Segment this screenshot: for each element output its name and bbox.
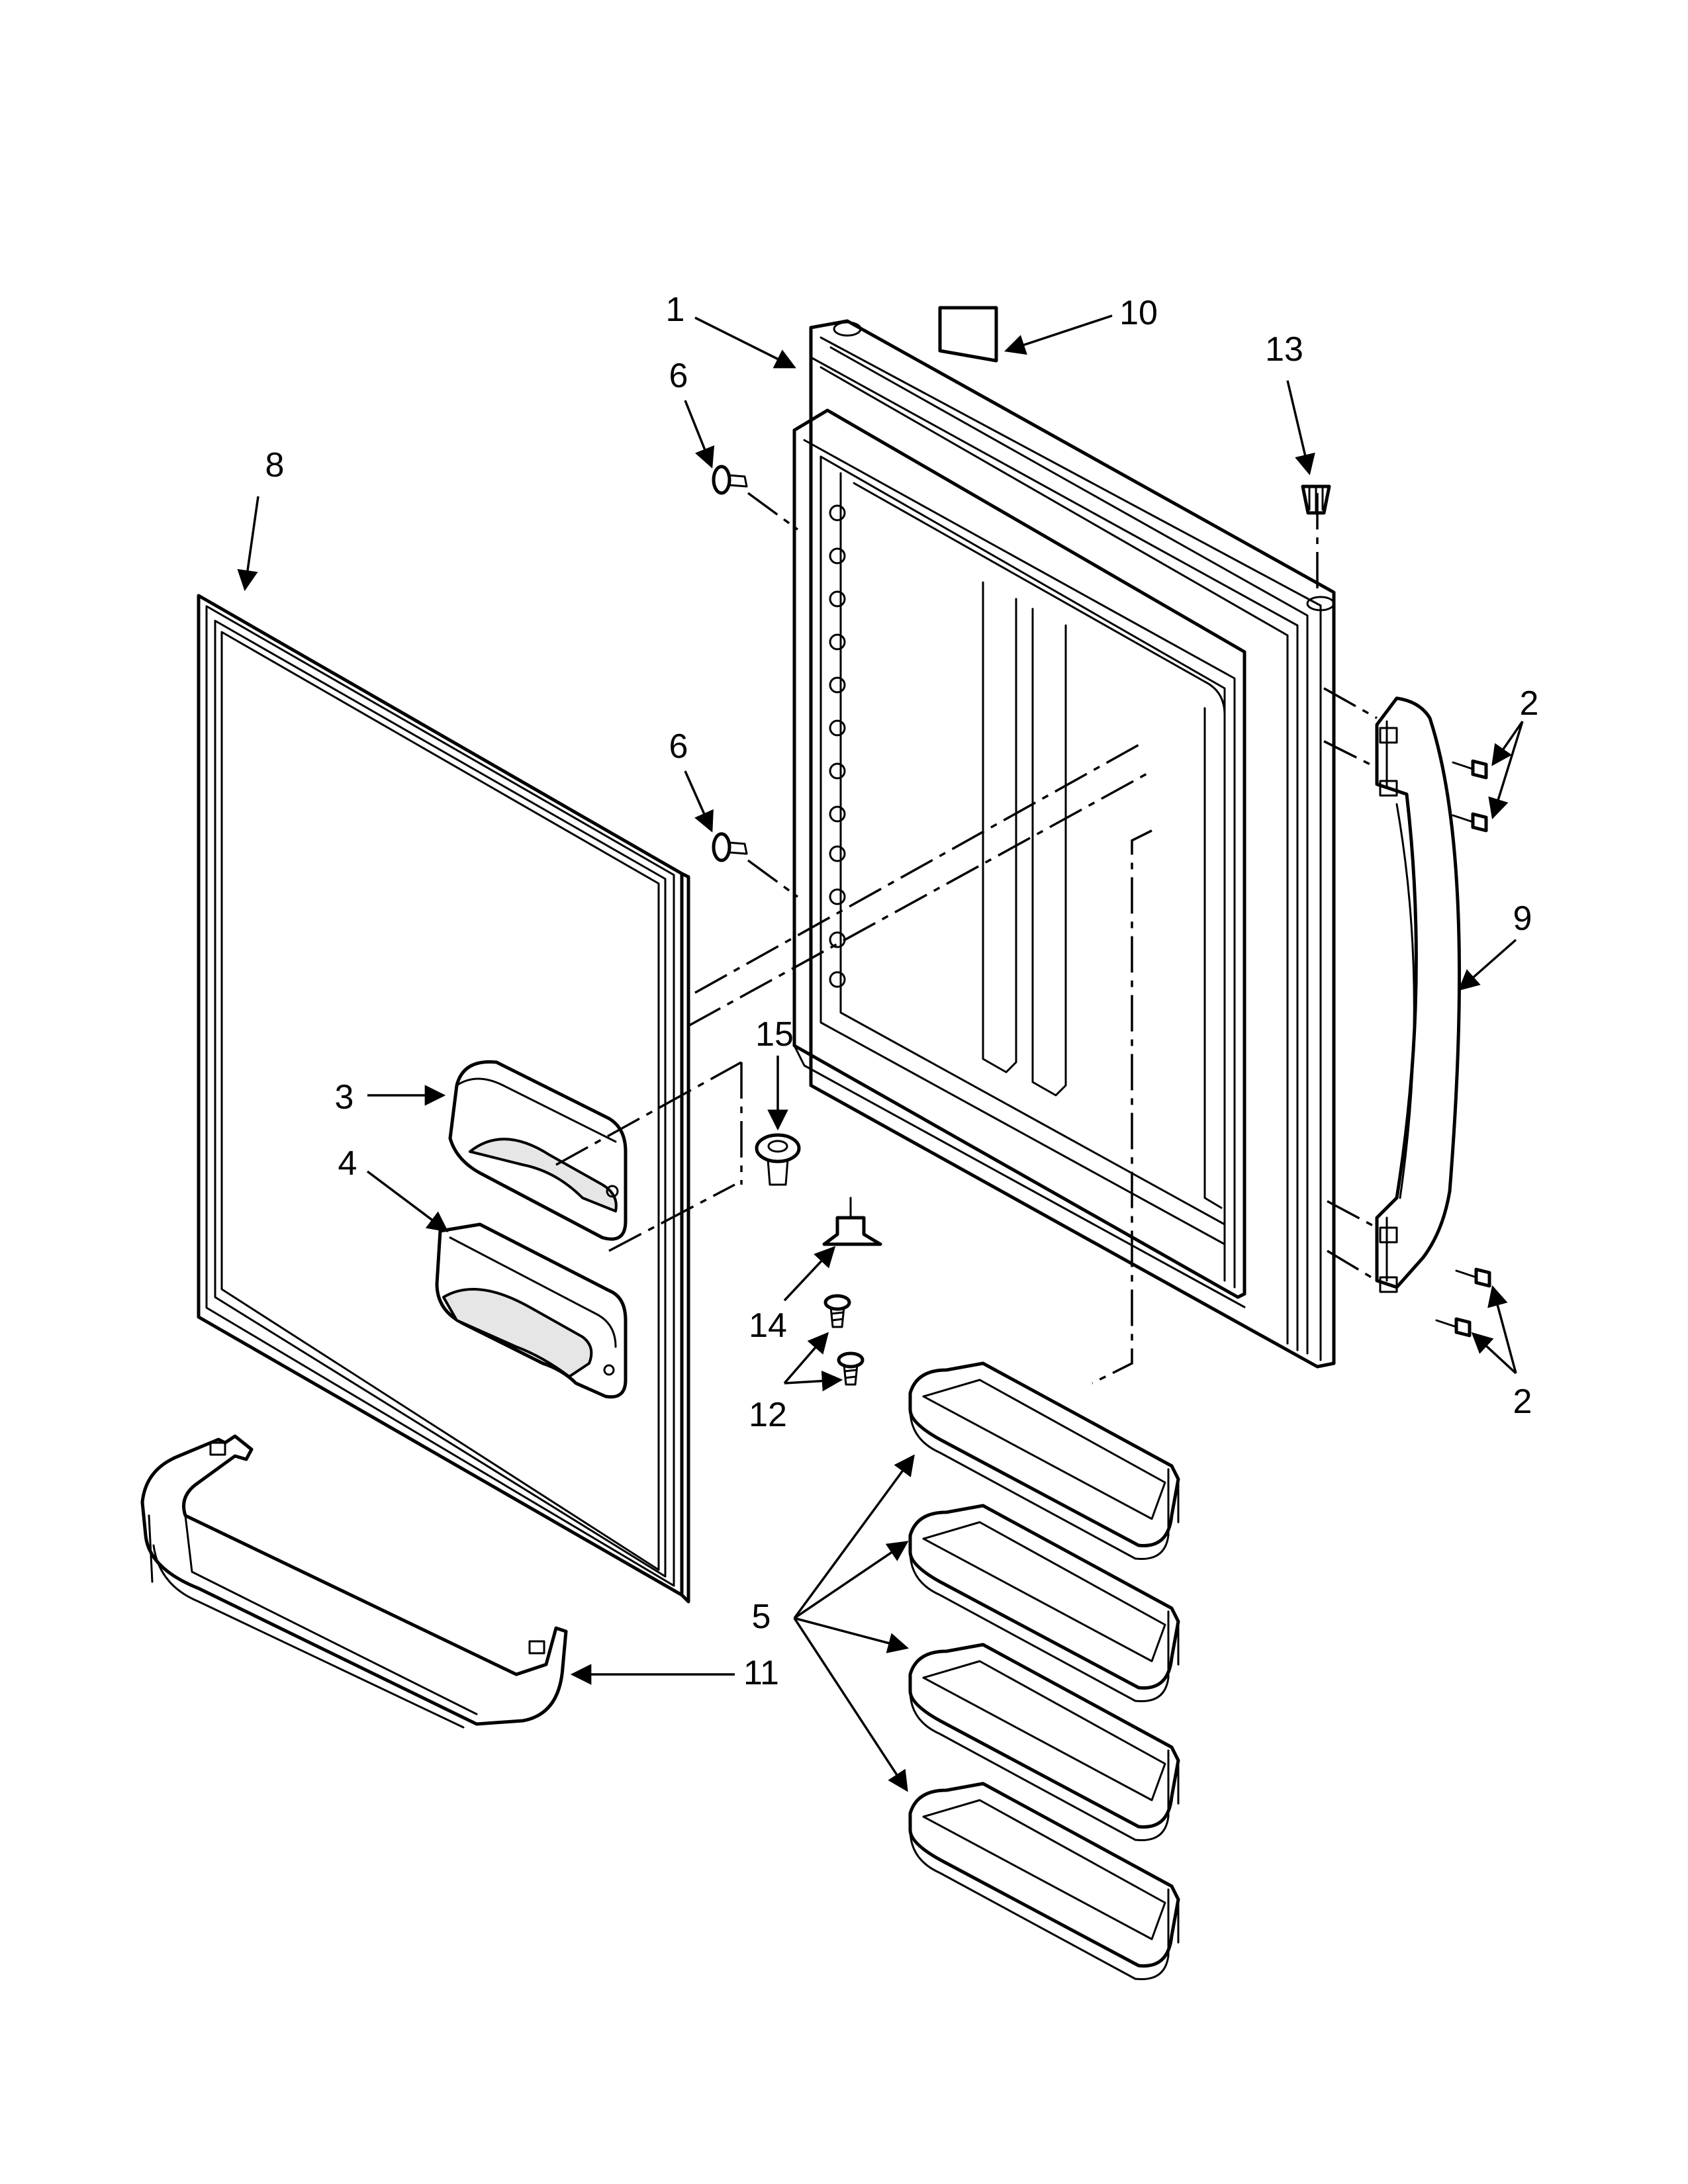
screw-part-12-b	[837, 1351, 865, 1386]
callout-12: 12	[749, 1396, 787, 1434]
door-bin-part-5-2	[908, 1504, 1180, 1703]
door-liner-part-1	[792, 319, 1336, 1369]
callout-14: 14	[749, 1306, 787, 1345]
handle-screw-part-2-d	[1435, 1317, 1472, 1338]
door-bin-part-5-1	[908, 1361, 1180, 1561]
shoulder-screw-part-6-lower	[712, 832, 748, 862]
callout-6-upper: 6	[669, 357, 688, 395]
dispenser-cover-part-3	[448, 1060, 628, 1241]
callout-1: 1	[666, 291, 685, 329]
dispenser-tray-part-4	[435, 1222, 628, 1399]
clip-part-14	[822, 1197, 882, 1246]
plug-part-13	[1301, 484, 1331, 515]
callout-10: 10	[1119, 294, 1158, 332]
door-bin-part-5-3	[908, 1643, 1180, 1842]
door-bin-part-11	[140, 1434, 568, 1729]
callout-6-lower: 6	[669, 727, 688, 766]
callout-15: 15	[755, 1015, 794, 1054]
callout-5: 5	[752, 1598, 771, 1636]
shelf-retainer-bumps	[829, 504, 846, 988]
handle-screw-part-2-c	[1455, 1267, 1491, 1288]
callout-labels: 1 10 13 6 8 2 6 9 15 3 4 14 12 2 5 11	[265, 291, 1539, 1692]
handle-screw-part-2-b	[1452, 812, 1488, 833]
screw-part-12-a	[823, 1294, 851, 1328]
door-gasket-part-8	[197, 594, 690, 1604]
callout-2-lower: 2	[1513, 1383, 1532, 1421]
leader-lines	[237, 314, 1524, 1792]
handle-screw-part-2-a	[1452, 759, 1488, 780]
assembly-lines	[555, 492, 1378, 1385]
callout-9: 9	[1513, 899, 1532, 938]
callout-2-upper: 2	[1520, 684, 1539, 723]
handle-part-9	[1375, 696, 1462, 1293]
cam-part-15	[755, 1133, 801, 1186]
callout-4: 4	[338, 1144, 357, 1183]
callout-8: 8	[265, 446, 285, 484]
callout-13: 13	[1265, 330, 1303, 369]
callout-3: 3	[335, 1078, 354, 1116]
door-bin-part-5-4	[908, 1782, 1180, 1981]
shoulder-screw-part-6-upper	[712, 465, 748, 495]
callout-11: 11	[743, 1654, 779, 1692]
label-part-10	[938, 306, 998, 363]
